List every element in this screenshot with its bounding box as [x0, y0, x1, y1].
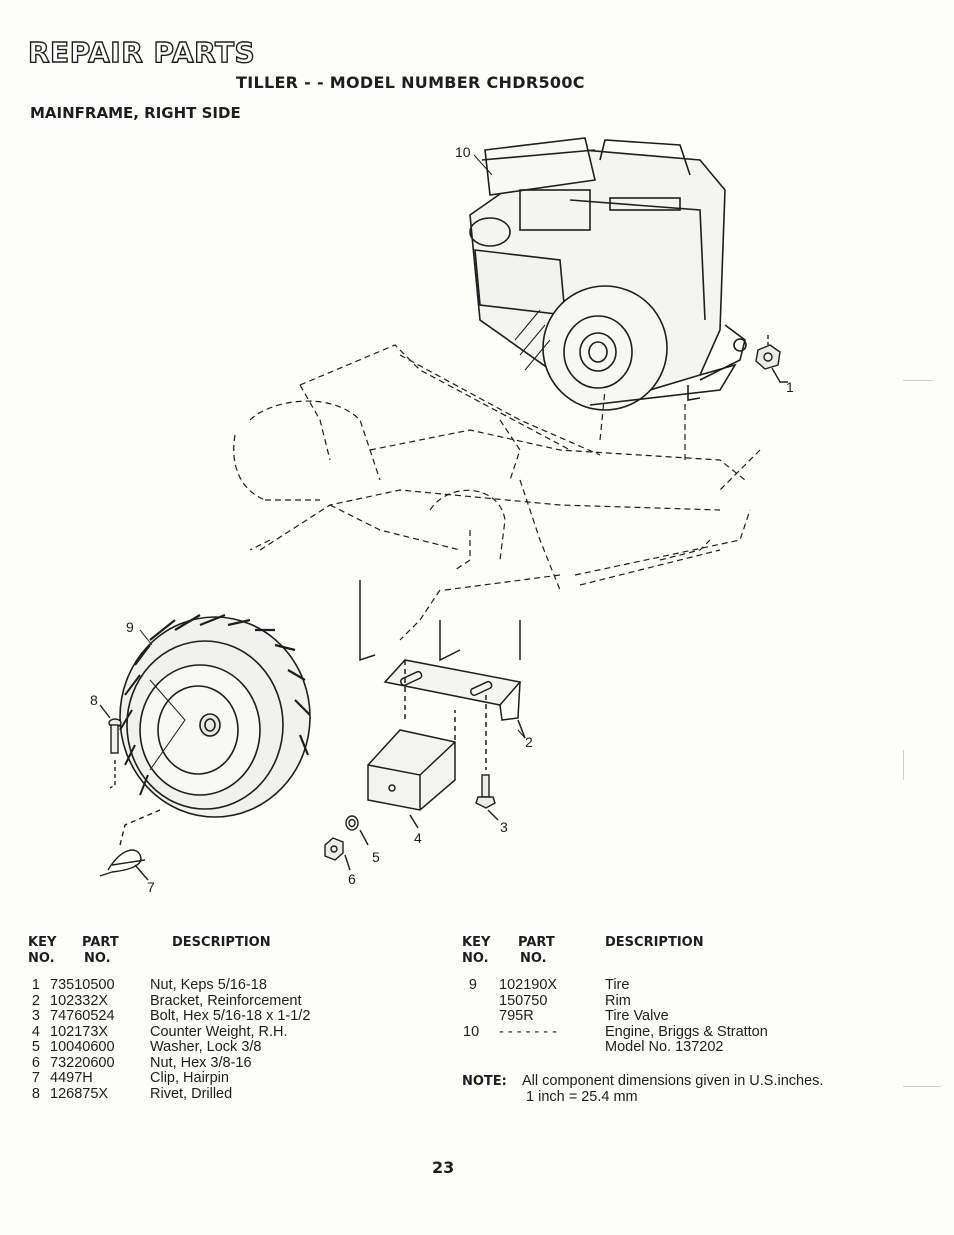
part-description: Model No. 137202 — [605, 1039, 724, 1055]
key-number: 6 — [31, 1054, 40, 1071]
part-number: 73220600 — [50, 1054, 115, 1071]
table-row: Model No. 137202 — [463, 1039, 903, 1056]
table-row: 3 74760524 Bolt, Hex 5/16-18 x 1-1/2 — [18, 1008, 418, 1025]
part-header-label: PART — [518, 935, 555, 950]
part-description: Tire Valve — [605, 1008, 669, 1024]
callout-8: 8 — [90, 692, 98, 708]
scan-edge-mark — [903, 1086, 941, 1087]
table-row: 8 126875X Rivet, Drilled — [18, 1085, 418, 1103]
callout-1: 1 — [786, 379, 794, 395]
callout-4: 4 — [414, 830, 422, 846]
key-header-label: KEY — [28, 935, 57, 950]
part-description: Tire — [605, 977, 630, 993]
part-number: 150750 — [499, 992, 548, 1009]
washer-nut-drawing — [324, 815, 369, 871]
part-description: Engine, Briggs & Stratton — [605, 1023, 768, 1040]
part-number: 102332X — [50, 992, 109, 1009]
callout-3: 3 — [500, 819, 508, 835]
tire-wheel-drawing — [119, 613, 311, 818]
part-number: 74760524 — [50, 1008, 115, 1024]
callout-5: 5 — [372, 849, 380, 865]
part-number: 102190X — [499, 977, 558, 993]
note-label: NOTE: — [462, 1074, 507, 1089]
dimension-note: NOTE: All component dimensions given in … — [462, 1073, 823, 1105]
key-number: 1 — [31, 977, 40, 993]
right-part-header: PART NO. — [518, 935, 555, 967]
callout-2: 2 — [525, 734, 533, 750]
key-number: 8 — [31, 1085, 40, 1102]
part-description: Rim — [605, 992, 631, 1009]
part-number: 795R — [499, 1008, 534, 1024]
part-number: 102173X — [50, 1023, 109, 1040]
parts-list-left: 1 73510500 Nut, Keps 5/16-18 2 102332X B… — [18, 977, 418, 1103]
hairpin-clip-drawing — [99, 809, 161, 881]
part-number: - - - - - - - — [499, 1023, 557, 1040]
table-row: 7 4497H Clip, Hairpin — [18, 1070, 418, 1087]
exploded-parts-diagram: 10 1 9 8 2 3 4 5 6 7 — [90, 137, 794, 895]
page-title: REPAIR PARTS — [27, 35, 256, 69]
table-row: 6 73220600 Nut, Hex 3/8-16 — [18, 1054, 418, 1072]
note-text: All component dimensions given in U.S.in… — [522, 1073, 824, 1089]
part-description: Washer, Lock 3/8 — [150, 1039, 262, 1055]
part-description: Rivet, Drilled — [150, 1085, 233, 1102]
key-number: 10 — [463, 1023, 480, 1040]
part-header-label: PART — [82, 935, 119, 950]
table-row: 2 102332X Bracket, Reinforcement — [18, 992, 418, 1010]
scan-edge-mark — [903, 750, 904, 780]
page-number: 23 — [432, 1158, 455, 1177]
keps-nut-drawing — [755, 335, 788, 383]
scan-edge-mark — [903, 380, 933, 381]
callout-leaders — [139, 154, 526, 739]
left-description-header: DESCRIPTION — [172, 935, 271, 950]
part-number: 4497H — [50, 1070, 93, 1086]
right-description-header: DESCRIPTION — [605, 935, 704, 950]
table-row: 5 10040600 Washer, Lock 3/8 — [18, 1039, 418, 1056]
table-row: 9 102190X Tire — [463, 977, 903, 994]
part-number: 126875X — [50, 1085, 109, 1102]
left-key-header: KEY NO. — [28, 935, 56, 967]
counter-weight-drawing — [367, 710, 456, 829]
key-no-header-label: NO. — [462, 951, 489, 966]
part-description: Clip, Hairpin — [150, 1070, 229, 1086]
key-number: 7 — [31, 1070, 40, 1086]
callout-6: 6 — [348, 871, 356, 887]
part-number: 10040600 — [50, 1039, 115, 1055]
key-number: 5 — [31, 1039, 40, 1055]
part-no-header-label: NO. — [520, 951, 547, 966]
part-description: Bolt, Hex 5/16-18 x 1-1/2 — [150, 1008, 311, 1024]
key-number: 4 — [31, 1023, 40, 1040]
model-subtitle: TILLER - - MODEL NUMBER CHDR500C — [236, 73, 585, 92]
left-part-header: PART NO. — [82, 935, 119, 967]
part-description: Nut, Hex 3/8-16 — [150, 1054, 252, 1071]
part-description: Bracket, Reinforcement — [150, 992, 302, 1009]
table-row: 150750 Rim — [463, 992, 903, 1010]
right-key-header: KEY NO. — [462, 935, 490, 967]
part-description: Counter Weight, R.H. — [150, 1023, 288, 1040]
part-no-header-label: NO. — [84, 951, 111, 966]
callout-10: 10 — [455, 144, 471, 160]
section-title: MAINFRAME, RIGHT SIDE — [30, 104, 241, 122]
key-no-header-label: NO. — [28, 951, 55, 966]
key-number: 2 — [31, 992, 40, 1009]
table-row: 795R Tire Valve — [463, 1008, 903, 1025]
table-row: 4 102173X Counter Weight, R.H. — [18, 1023, 418, 1041]
reinforcement-bracket-drawing — [359, 580, 526, 770]
part-description: Nut, Keps 5/16-18 — [150, 977, 267, 993]
engine-drawing — [469, 137, 747, 411]
note-conversion: 1 inch = 25.4 mm — [526, 1089, 638, 1105]
drilled-rivet-drawing — [99, 704, 122, 789]
hex-bolt-drawing — [475, 774, 499, 821]
callout-9: 9 — [126, 619, 134, 635]
part-number: 73510500 — [50, 977, 115, 993]
mainframe-outline — [233, 344, 761, 641]
key-number: 9 — [468, 977, 477, 993]
key-number: 3 — [31, 1008, 40, 1024]
callout-7: 7 — [147, 879, 155, 895]
parts-list-right: 9 102190X Tire 150750 Rim 795R Tire Valv… — [463, 977, 903, 1056]
key-header-label: KEY — [462, 935, 491, 950]
table-row: 10 - - - - - - - Engine, Briggs & Stratt… — [463, 1023, 903, 1041]
table-row: 1 73510500 Nut, Keps 5/16-18 — [18, 977, 418, 994]
